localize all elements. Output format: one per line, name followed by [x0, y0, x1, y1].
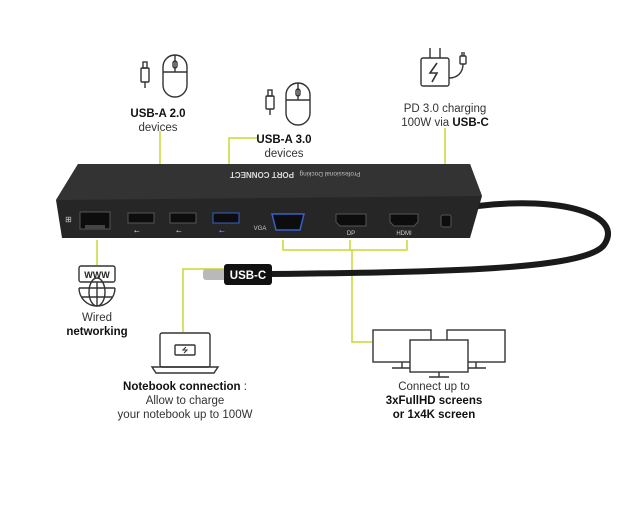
dock-caption-text: Professional Docking: [299, 170, 360, 177]
mouse-icon: [162, 54, 188, 98]
notebook-title: Notebook connection: [123, 381, 241, 393]
cable-tag-label: USB-C: [230, 270, 266, 282]
notebook-label: Notebook connection : Allow to charge yo…: [100, 380, 270, 422]
network-symbol: ⊞: [65, 215, 72, 224]
displayport-port: [335, 213, 367, 227]
usb2-title: USB-A 2.0: [130, 108, 186, 120]
usb2-label: USB-A 2.0 devices: [112, 107, 204, 135]
notebook-colon: :: [240, 381, 247, 393]
globe-icon: WWW: [78, 265, 116, 307]
network-line1: Wired: [81, 312, 113, 324]
usb3-label: USB-A 3.0 devices: [238, 133, 330, 161]
pd-label: PD 3.0 charging 100W via USB-C: [382, 102, 508, 130]
screens-callout-line: [351, 250, 372, 343]
usb-plug-icon: [265, 89, 275, 115]
usb-symbol-3: ⭠: [219, 227, 225, 235]
monitor-center: [409, 339, 469, 378]
charger-icon: [420, 48, 467, 87]
hdmi-port: [389, 213, 419, 227]
usb3-subtitle: devices: [264, 148, 304, 160]
usb3-title: USB-A 3.0: [256, 134, 312, 146]
usb2-device-icons: [140, 54, 188, 98]
screens-line2: 3xFullHD screens: [385, 395, 483, 407]
network-line2: networking: [66, 326, 128, 338]
usb-symbol-2: ⭠: [176, 227, 182, 235]
vga-port-label: VGA: [254, 226, 267, 232]
usb2-subtitle: devices: [138, 122, 178, 134]
dock-brand-text: PORT CONNECT: [230, 170, 294, 179]
dp-port-label: DP: [347, 231, 355, 237]
vga-port: [271, 213, 305, 231]
mouse-icon: [285, 82, 311, 126]
notebook-line2: Allow to charge: [145, 395, 225, 407]
docking-station: PORT CONNECT Professional Docking ⊞ ⭠ ⭠ …: [56, 164, 482, 238]
video-callout-bracket: [282, 240, 408, 251]
usb-c-plug: USB-C: [203, 264, 272, 285]
pd-line1: PD 3.0 charging: [403, 103, 487, 115]
pd-line2: 100W via USB-C: [382, 116, 508, 130]
notebook-title-row: Notebook connection :: [100, 380, 270, 394]
ethernet-port: [79, 211, 111, 230]
pd-line2-bold: USB-C: [452, 117, 489, 129]
laptop-icon: [150, 332, 220, 374]
usb-c-pd-port: [440, 214, 452, 228]
network-label: Wired networking: [56, 311, 138, 339]
screens-line3: or 1x4K screen: [392, 409, 476, 421]
www-icon-text: WWW: [84, 270, 110, 280]
usb-c-cable: [267, 200, 611, 277]
hdmi-port-label: HDMI: [396, 231, 412, 237]
screens-line1: Connect up to: [398, 381, 470, 393]
usb3-device-icons: [265, 82, 311, 126]
usb2-port-1: [127, 212, 155, 224]
screens-label: Connect up to 3xFullHD screens or 1x4K s…: [374, 380, 494, 422]
usb-plug-icon: [140, 61, 150, 88]
monitors-icon: [372, 329, 506, 378]
usb3-port: [212, 212, 240, 224]
usb-symbol-1: ⭠: [134, 227, 140, 235]
callout-lines: [96, 128, 446, 343]
pd-line2-text: 100W via: [401, 117, 453, 129]
usb2-port-2: [169, 212, 197, 224]
notebook-line3: your notebook up to 100W: [117, 409, 253, 421]
